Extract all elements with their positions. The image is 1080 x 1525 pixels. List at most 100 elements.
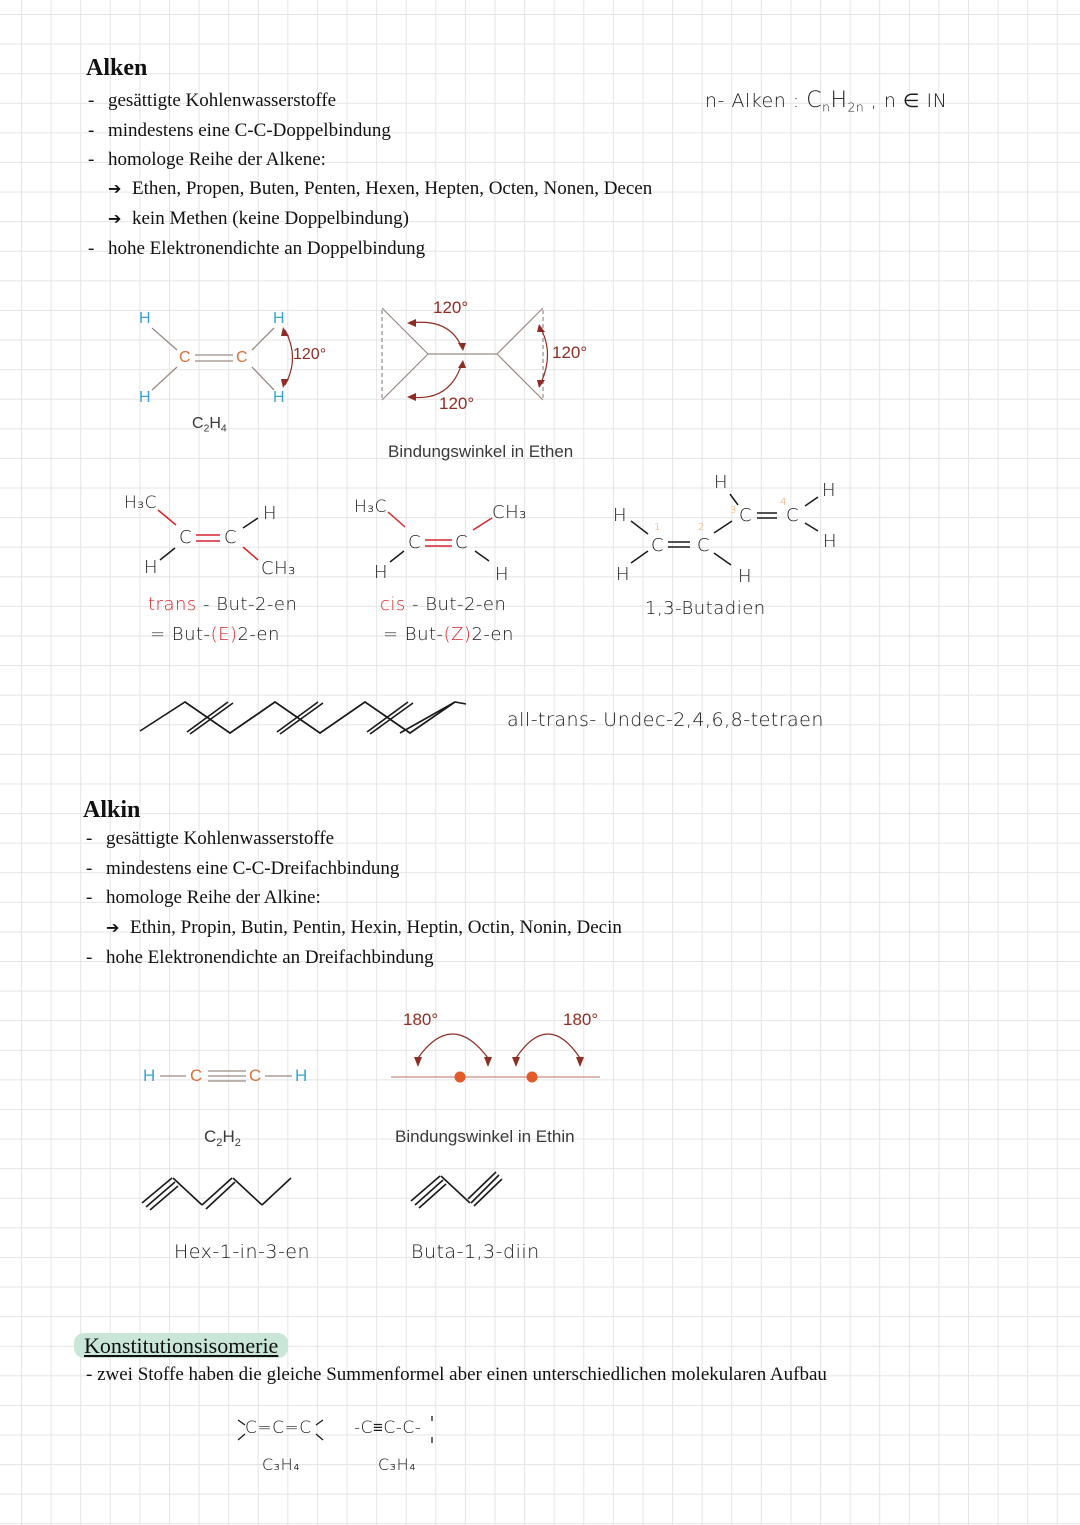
alken-arrow-2: ➔ kein Methen (keine Doppelbindung) [108, 208, 409, 230]
butadiene-c2: C [697, 535, 711, 556]
name-rest: - But-2-en [196, 594, 298, 615]
alkin-bullet-3: -homologe Reihe der Alkine: [86, 887, 321, 908]
z-label: (Z) [443, 624, 472, 645]
butadiene-h-left-top: H [613, 505, 628, 526]
cis-h-right: H [495, 564, 510, 585]
butadiene-h-right-top: H [822, 480, 837, 501]
ethen-h-top-left: H [139, 310, 151, 327]
butadiene-h-top: H [714, 472, 729, 493]
bullet-text: mindestens eine C-C-Dreifachbindung [106, 858, 400, 879]
cis-h-left: H [374, 562, 389, 583]
ethen-angle-right: 120° [552, 343, 588, 362]
konstitution-heading: Konstitutionsisomerie [74, 1333, 289, 1359]
ethen-h-bottom-right: H [273, 389, 285, 406]
e-label: (E) [210, 624, 238, 645]
trans-h-bottom: H [144, 557, 159, 578]
alken-bullet-3: -homologe Reihe der Alkene: [88, 149, 326, 170]
formula-h: H [222, 1127, 235, 1146]
bullet-text: homologe Reihe der Alkine: [106, 887, 321, 908]
alkin-bullet-1: -gesättigte Kohlenwasserstoffe [86, 828, 335, 849]
konstitution-bullet: - zwei Stoffe haben die gleiche Summenfo… [86, 1364, 827, 1385]
allene-structure: C=C=C [245, 1418, 312, 1438]
allene-formula: C₃H₄ [262, 1455, 301, 1474]
formula-2: 2 [216, 1136, 223, 1149]
formula-prefix: n- Alken : [705, 90, 807, 112]
trans-butene-alt-name: = But-(E)2-en [150, 624, 280, 645]
trans-butene-name: trans - But-2-en [148, 594, 297, 615]
arrow-text: Ethin, Propin, Butin, Pentin, Hexin, Hep… [130, 917, 622, 938]
ethen-c-right: C [236, 349, 248, 366]
ethen-h-bottom-left: H [139, 389, 151, 406]
alken-heading: Alken [86, 55, 148, 81]
butadiene-h-bottom: H [738, 566, 753, 587]
ethin-h-left: H [143, 1066, 156, 1085]
alt-prefix: = But- [383, 624, 444, 645]
formula-c: C [204, 1127, 217, 1146]
butadiene-num-1: 1 [654, 522, 661, 533]
cis-c2: C [455, 532, 469, 553]
butadiene-name: 1,3-Butadien [645, 598, 766, 619]
trans-ch3: CH₃ [261, 558, 296, 579]
bullet-text: mindestens eine C-C-Doppelbindung [108, 120, 391, 141]
formula-4: 4 [220, 423, 227, 435]
butadiene-c4: C [786, 505, 800, 526]
arrow-text: kein Methen (keine Doppelbindung) [132, 208, 410, 229]
bullet-text: homologe Reihe der Alkene: [108, 149, 326, 170]
ethen-formula: C2H4 [192, 415, 227, 435]
formula-2: 2 [234, 1136, 241, 1149]
formula-c: C [192, 415, 204, 432]
butadiene-num-3: 3 [730, 505, 737, 516]
alken-bullet-4: -hohe Elektronendichte an Doppelbindung [88, 238, 426, 259]
right-arrow-icon: ➔ [108, 209, 122, 228]
cis-h3c: H₃C [354, 497, 387, 517]
name-rest: - But-2-en [405, 594, 507, 615]
alken-general-formula: n- Alken : CnH2n , n ∈ IN [705, 88, 947, 114]
butadiene-c3: C [739, 505, 753, 526]
alt-rest: 2-en [237, 624, 280, 645]
formula-n: n [822, 100, 831, 115]
alken-bullet-2: -mindestens eine C-C-Doppelbindung [88, 120, 391, 141]
formula-c: C [806, 88, 823, 113]
ethin-angle-caption: Bindungswinkel in Ethin [395, 1127, 575, 1146]
trans-c2: C [224, 527, 238, 548]
bullet-text: gesättigte Kohlenwasserstoffe [108, 90, 337, 111]
butadiene-num-2: 2 [698, 522, 705, 533]
cis-c1: C [408, 532, 422, 553]
ethen-angle-label: 120° [293, 346, 327, 363]
bullet-text: gesättigte Kohlenwasserstoffe [106, 828, 335, 849]
hexinen-name: Hex-1-in-3-en [174, 1241, 311, 1263]
trans-label: trans [148, 594, 197, 615]
arrow-text: Ethen, Propen, Buten, Penten, Hexen, Hep… [132, 178, 653, 199]
ethin-h-right: H [295, 1066, 308, 1085]
ethin-angle-left: 180° [403, 1010, 439, 1029]
alkin-bullet-4: -hohe Elektronendichte an Dreifachbindun… [86, 947, 434, 968]
ethin-c-right: C [249, 1066, 262, 1085]
ethen-angle-top: 120° [433, 298, 469, 317]
alken-bullet-1: -gesättigte Kohlenwasserstoffe [88, 90, 337, 111]
alt-prefix: = But- [150, 624, 211, 645]
alken-arrow-1: ➔Ethen, Propen, Buten, Penten, Hexen, He… [108, 178, 652, 200]
alkin-bullet-2: -mindestens eine C-C-Dreifachbindung [86, 858, 400, 879]
trans-h3c: H₃C [124, 493, 157, 513]
cis-butene-alt-name: = But-(Z)2-en [383, 624, 514, 645]
cis-label: cis [380, 594, 406, 615]
ethin-c-left: C [190, 1066, 203, 1085]
cis-ch3: CH₃ [492, 502, 527, 523]
ethen-angle-bottom: 120° [439, 394, 475, 413]
right-arrow-icon: ➔ [106, 918, 120, 937]
ethin-formula: C2H2 [204, 1127, 241, 1149]
alkin-heading: Alkin [83, 797, 141, 823]
ethen-c-left: C [179, 349, 191, 366]
butadiene-c1: C [651, 535, 665, 556]
formula-suffix: , n ∈ IN [864, 90, 948, 112]
